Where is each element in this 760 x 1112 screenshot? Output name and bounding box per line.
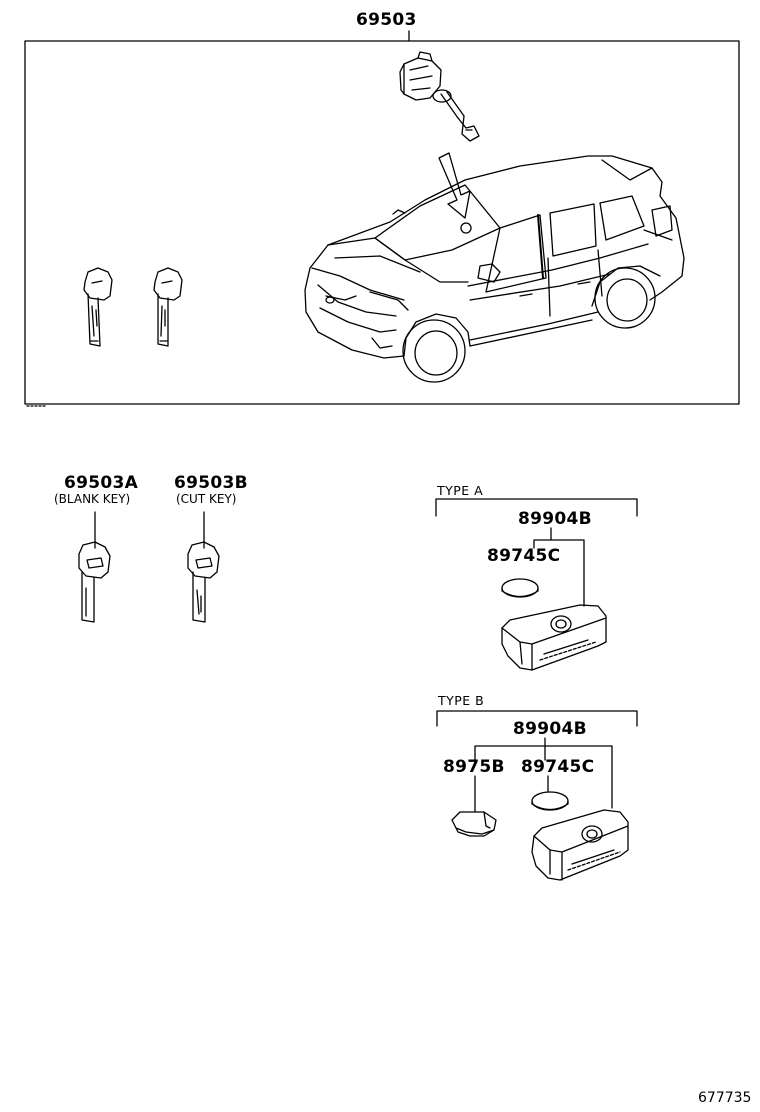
type-b-battery <box>532 792 568 810</box>
figure-number: 677735 <box>698 1090 752 1106</box>
type-b-battery-part-number: 89745C <box>521 757 595 777</box>
ignition-lock-cylinder <box>400 52 479 141</box>
blank-key-description: (BLANK KEY) <box>54 492 131 506</box>
type-b-remote-leader <box>475 738 612 808</box>
cut-key <box>188 542 219 622</box>
type-a-battery <box>502 579 538 597</box>
type-a-remote <box>502 605 606 670</box>
main-part-number: 69503 <box>356 10 417 30</box>
type-b-bracket <box>437 711 637 726</box>
type-b-remote-part-number: 89904B <box>513 719 587 739</box>
kit-key-2 <box>154 268 182 346</box>
type-a-remote-part-number: 89904B <box>518 509 592 529</box>
type-b-cover <box>452 812 496 836</box>
blank-key <box>79 542 110 622</box>
type-a-remote-leader <box>534 528 584 606</box>
type-a-battery-part-number: 89745C <box>487 546 561 566</box>
vehicle-illustration <box>305 156 684 382</box>
type-a-bracket <box>436 499 637 516</box>
kit-key-1 <box>84 268 112 346</box>
type-b-cover-part-number: 8975B <box>443 757 505 777</box>
location-arrow <box>439 153 470 218</box>
cut-key-part-number: 69503B <box>174 473 248 493</box>
type-a-title: TYPE A <box>437 483 484 498</box>
blank-key-part-number: 69503A <box>64 473 139 493</box>
cut-key-description: (CUT KEY) <box>176 492 237 506</box>
kit-group-frame <box>25 41 739 404</box>
type-b-title: TYPE B <box>438 693 485 708</box>
type-b-remote <box>532 810 628 880</box>
